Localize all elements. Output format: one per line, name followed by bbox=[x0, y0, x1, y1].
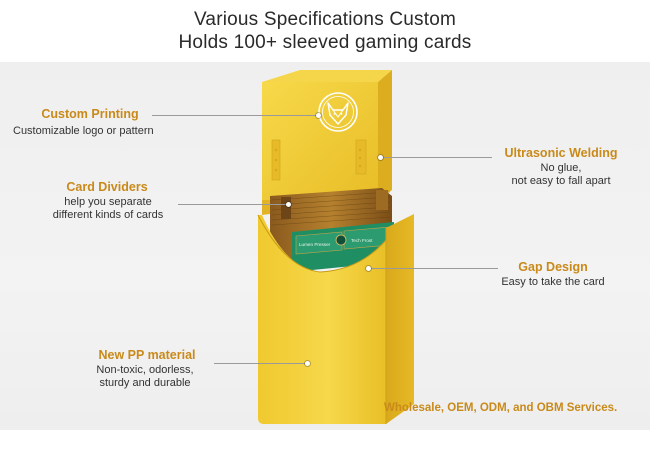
new-pp-desc-1: Non-toxic, odorless, bbox=[96, 364, 194, 376]
ultrasonic-desc-1: No glue, bbox=[540, 162, 582, 174]
dot-card-dividers bbox=[286, 202, 291, 207]
new-pp-desc-2: sturdy and durable bbox=[99, 377, 191, 389]
card-dividers-desc-1: help you separate bbox=[64, 196, 152, 208]
box-front bbox=[258, 215, 386, 424]
leader-custom-printing bbox=[152, 115, 317, 116]
leader-gap-design bbox=[370, 268, 498, 269]
headline: Various Specifications Custom bbox=[193, 9, 457, 30]
card-dividers-title: Card Dividers bbox=[66, 180, 148, 194]
ultrasonic-desc-2: not easy to fall apart bbox=[511, 175, 611, 187]
card-dividers-desc-2: different kinds of cards bbox=[52, 209, 164, 221]
gap-design-desc: Easy to take the card bbox=[501, 276, 605, 288]
box-lid bbox=[262, 82, 378, 200]
leader-ultrasonic bbox=[382, 157, 492, 158]
dot-custom-printing bbox=[316, 113, 321, 118]
card-label-left: Lumen Presser bbox=[299, 242, 331, 247]
custom-printing-desc: Customizable logo or pattern bbox=[13, 125, 154, 137]
card-panel-left bbox=[295, 231, 343, 255]
custom-printing-title: Custom Printing bbox=[41, 107, 139, 121]
fox-head-logo-icon bbox=[318, 92, 358, 132]
services-banner: Wholesale, OEM, ODM, and OBM Services. bbox=[384, 402, 618, 414]
weld-dots bbox=[274, 148, 362, 172]
card-stack-lines bbox=[271, 191, 391, 226]
leader-new-pp bbox=[214, 363, 306, 364]
box-lid-top-edge bbox=[262, 70, 392, 82]
leader-card-dividers bbox=[178, 204, 286, 205]
divider-tab-right bbox=[376, 190, 388, 210]
lid-tab-right bbox=[355, 139, 367, 175]
dot-new-pp bbox=[305, 361, 310, 366]
card-emblem bbox=[335, 234, 347, 246]
box-side bbox=[386, 214, 414, 424]
gap-cutout-edge bbox=[257, 214, 387, 273]
box-lid-side bbox=[378, 70, 392, 200]
page-header: Various Specifications Custom Holds 100+… bbox=[0, 0, 650, 62]
gap-design-title: Gap Design bbox=[518, 260, 588, 274]
dot-ultrasonic bbox=[378, 155, 383, 160]
dot-gap-design bbox=[366, 266, 371, 271]
new-pp-title: New PP material bbox=[98, 348, 196, 362]
ultrasonic-title: Ultrasonic Welding bbox=[504, 146, 618, 160]
card-label-right: Tech Frost bbox=[351, 238, 373, 243]
subheadline: Holds 100+ sleeved gaming cards bbox=[178, 32, 472, 53]
divider-tab bbox=[281, 197, 291, 219]
bottom-margin bbox=[0, 430, 650, 453]
